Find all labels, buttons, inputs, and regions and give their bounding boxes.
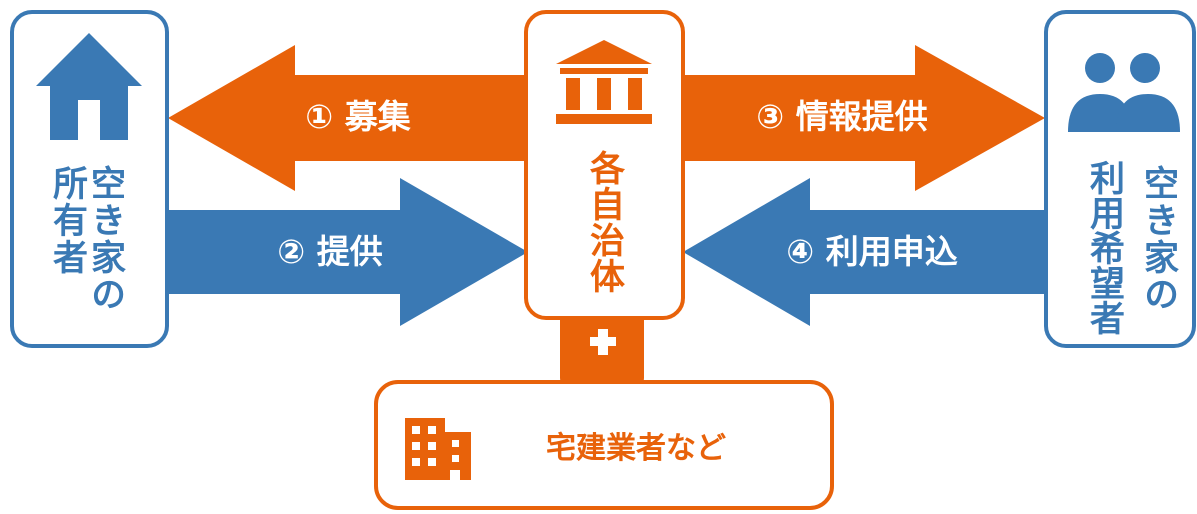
government-building-icon	[556, 40, 652, 124]
user-box: 空き家の 利用希望者	[1044, 10, 1196, 348]
arrow-provide: ② 提供	[165, 178, 528, 326]
arrow-provide-shape	[165, 178, 528, 326]
user-label-line1: 空き家の	[1138, 165, 1178, 313]
arrow-info-shape	[680, 45, 1045, 191]
office-building-icon	[405, 418, 471, 480]
municipality-label: 各自治体	[584, 149, 626, 294]
realtor-label: 宅建業者など	[546, 431, 726, 466]
people-icon	[1068, 53, 1180, 132]
arrow-info-label: ③ 情報提供	[756, 97, 927, 136]
municipality-box: 各自治体	[524, 10, 685, 320]
owner-label-line1: 空き家の	[85, 165, 125, 313]
realtor-box: 宅建業者など	[374, 380, 834, 510]
arrow-recruit-shape	[168, 45, 530, 191]
arrow-info: ③ 情報提供	[680, 45, 1045, 191]
arrow-recruit: ① 募集	[168, 45, 530, 191]
house-icon	[36, 33, 142, 140]
plus-icon	[590, 329, 616, 355]
arrow-apply: ④ 利用申込	[683, 178, 1048, 326]
user-label-line2: 利用希望者	[1084, 160, 1125, 335]
owner-box: 空き家の 所有者	[10, 10, 169, 348]
owner-label-line2: 所有者	[47, 165, 88, 276]
arrow-apply-label: ④ 利用申込	[786, 232, 957, 271]
arrow-apply-shape	[683, 178, 1048, 326]
arrow-recruit-label: ① 募集	[305, 97, 410, 136]
arrow-provide-label: ② 提供	[277, 232, 382, 271]
